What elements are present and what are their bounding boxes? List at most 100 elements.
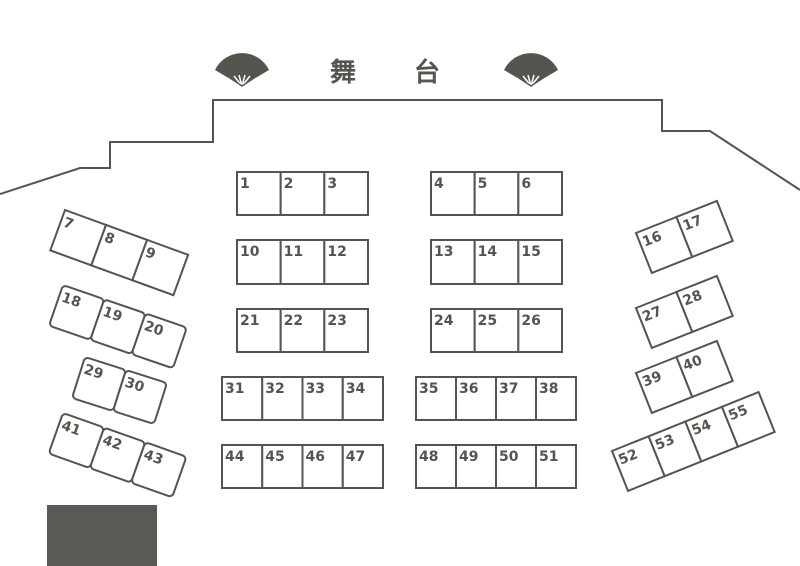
seat-box[interactable] [279,239,326,285]
seat-10[interactable]: 10 [236,239,282,285]
seat-box[interactable] [473,308,520,353]
seat-38[interactable]: 38 [535,376,577,421]
seat-2[interactable]: 2 [279,171,326,216]
seat-6[interactable]: 6 [517,171,564,216]
seat-48[interactable]: 48 [415,444,457,489]
seat-50[interactable]: 50 [495,444,537,489]
seat-53[interactable]: 53 [647,420,703,478]
seat-45[interactable]: 45 [261,444,304,489]
seat-box[interactable] [535,376,577,421]
seat-13[interactable]: 13 [430,239,476,285]
seat-box[interactable] [341,444,384,489]
seat-7[interactable]: 7 [49,208,108,267]
seat-29[interactable]: 29 [72,357,126,411]
seat-19[interactable]: 19 [90,299,146,355]
seat-52[interactable]: 52 [610,434,666,493]
seat-24[interactable]: 24 [430,308,476,353]
seat-box[interactable] [495,376,537,421]
seat-box[interactable] [301,444,344,489]
seat-number: 48 [419,449,438,465]
seat-box[interactable] [517,239,564,285]
seat-box[interactable] [455,376,497,421]
seat-46[interactable]: 46 [301,444,344,489]
seat-54[interactable]: 54 [683,405,740,463]
seat-box[interactable] [323,239,370,285]
seat-box[interactable] [236,308,282,353]
seat-number: 32 [265,381,284,397]
seat-55[interactable]: 55 [720,390,776,448]
seat-31[interactable]: 31 [221,376,264,421]
seat-box[interactable] [131,442,187,498]
seat-23[interactable]: 23 [323,308,370,353]
seat-box[interactable] [261,376,304,421]
seat-box[interactable] [675,274,735,334]
seat-28[interactable]: 28 [675,274,735,334]
seat-box[interactable] [221,444,264,489]
seat-18[interactable]: 18 [49,285,105,340]
seat-40[interactable]: 40 [675,339,735,399]
seat-box[interactable] [323,171,370,216]
seat-1[interactable]: 1 [236,171,282,216]
seat-15[interactable]: 15 [517,239,564,285]
seat-47[interactable]: 47 [341,444,384,489]
seat-box[interactable] [341,376,384,421]
seat-box[interactable] [301,376,344,421]
seat-3[interactable]: 3 [323,171,370,216]
seat-25[interactable]: 25 [473,308,520,353]
seat-12[interactable]: 12 [323,239,370,285]
seat-box[interactable] [323,308,370,353]
seat-42[interactable]: 42 [89,427,146,483]
seat-30[interactable]: 30 [113,370,167,424]
seat-box[interactable] [675,199,735,259]
seat-box[interactable] [517,171,564,216]
seat-box[interactable] [675,339,735,399]
seat-21[interactable]: 21 [236,308,282,353]
seat-box[interactable] [517,308,564,353]
seat-14[interactable]: 14 [473,239,520,285]
seat-51[interactable]: 51 [535,444,577,489]
seat-34[interactable]: 34 [341,376,384,421]
seat-number: 46 [306,449,325,465]
stage-title: 舞 台 [330,52,440,89]
seat-41[interactable]: 41 [48,413,105,469]
seat-box[interactable] [430,308,476,353]
seat-35[interactable]: 35 [415,376,457,421]
seat-22[interactable]: 22 [279,308,326,353]
seat-number: 45 [265,449,284,465]
seat-box[interactable] [236,171,282,216]
seat-box[interactable] [221,376,264,421]
seat-8[interactable]: 8 [90,223,149,282]
seat-box[interactable] [430,239,476,285]
seat-11[interactable]: 11 [279,239,326,285]
seat-box[interactable] [430,171,476,216]
folding-fan-icon [215,53,269,87]
seat-33[interactable]: 33 [301,376,344,421]
seat-5[interactable]: 5 [473,171,520,216]
seat-box[interactable] [720,390,776,448]
seat-36[interactable]: 36 [455,376,497,421]
seat-box[interactable] [415,444,457,489]
seat-44[interactable]: 44 [221,444,264,489]
seat-4[interactable]: 4 [430,171,476,216]
seat-9[interactable]: 9 [131,238,190,297]
seat-49[interactable]: 49 [455,444,497,489]
seat-32[interactable]: 32 [261,376,304,421]
seat-37[interactable]: 37 [495,376,537,421]
seat-17[interactable]: 17 [675,199,735,259]
seat-box[interactable] [495,444,537,489]
seat-number: 23 [327,313,346,329]
seat-26[interactable]: 26 [517,308,564,353]
seat-box[interactable] [279,308,326,353]
seat-box[interactable] [113,370,167,424]
seat-16[interactable]: 16 [634,215,694,275]
seat-box[interactable] [535,444,577,489]
seat-box[interactable] [131,238,190,297]
seat-20[interactable]: 20 [131,313,187,369]
seat-box[interactable] [131,313,187,369]
seat-box[interactable] [455,444,497,489]
seat-43[interactable]: 43 [131,442,187,498]
